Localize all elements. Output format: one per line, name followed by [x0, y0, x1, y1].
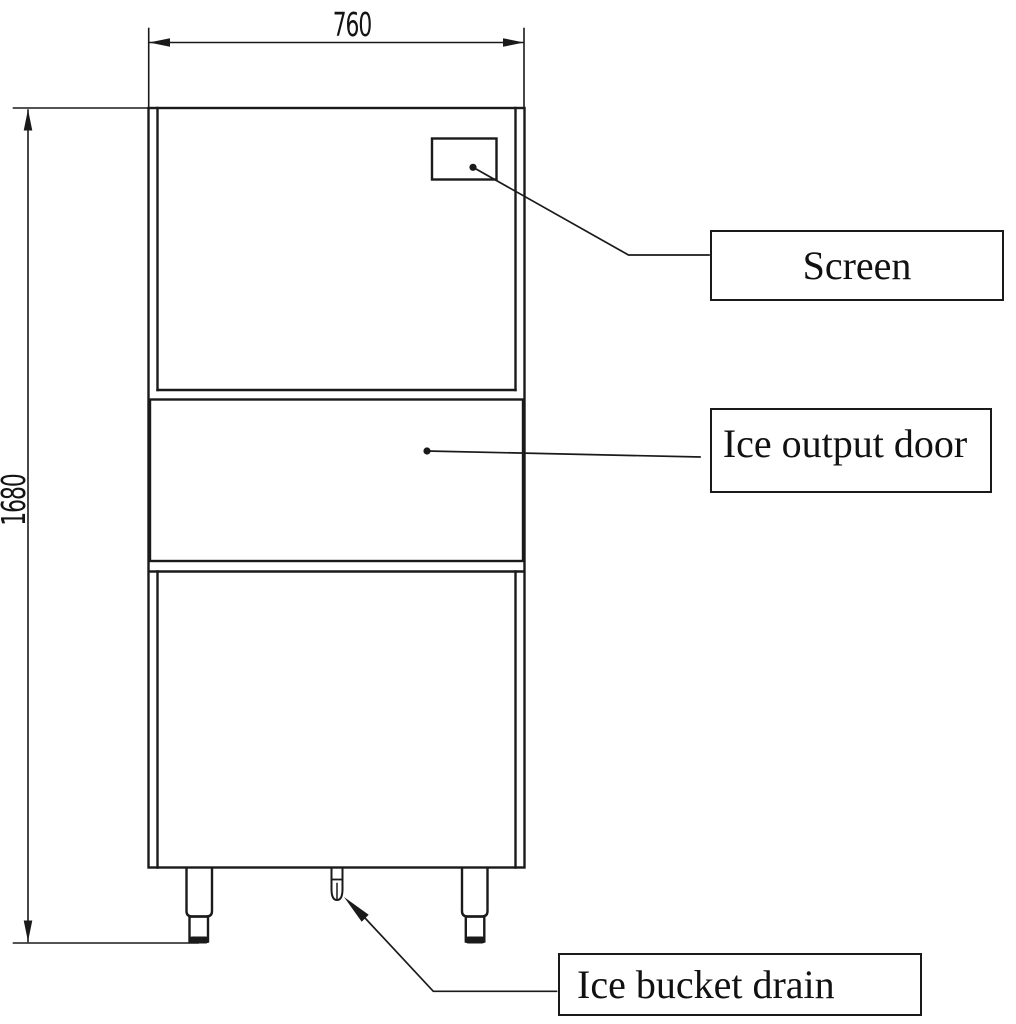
door-leader-line [426, 450, 701, 458]
screen-outline [430, 137, 498, 181]
drain-pipe-rounded-tip [330, 887, 344, 902]
ice-output-door-callout-box: Ice output door [710, 408, 992, 493]
left-foot-pad [188, 936, 209, 944]
width-dim-arrow-right [503, 38, 524, 47]
drain-leader-line [363, 916, 558, 993]
cabinet-outline [147, 106, 526, 869]
ice-bucket-drain-callout-box: Ice bucket drain [558, 953, 922, 1016]
height-dim-arrow-top [23, 109, 33, 131]
left-leg [185, 866, 214, 918]
screen-callout-box: Screen [710, 230, 1004, 301]
screen-callout-label: Screen [802, 242, 912, 288]
ice-output-door-callout-label: Ice output door [722, 420, 968, 466]
drain-leader-arrowhead [344, 897, 369, 922]
ice-bucket-drain-callout-label: Ice bucket drain [577, 961, 835, 1007]
height-dim-arrow-bottom [23, 920, 33, 942]
screen-leader-line [471, 166, 710, 256]
width-dimension-value: 760 [332, 5, 373, 44]
ice-output-door-outline [148, 398, 525, 563]
right-leg [460, 866, 489, 918]
width-dim-arrow-left [149, 38, 170, 47]
height-dimension-value: 1680 [0, 474, 33, 526]
right-foot-pad [465, 936, 486, 944]
